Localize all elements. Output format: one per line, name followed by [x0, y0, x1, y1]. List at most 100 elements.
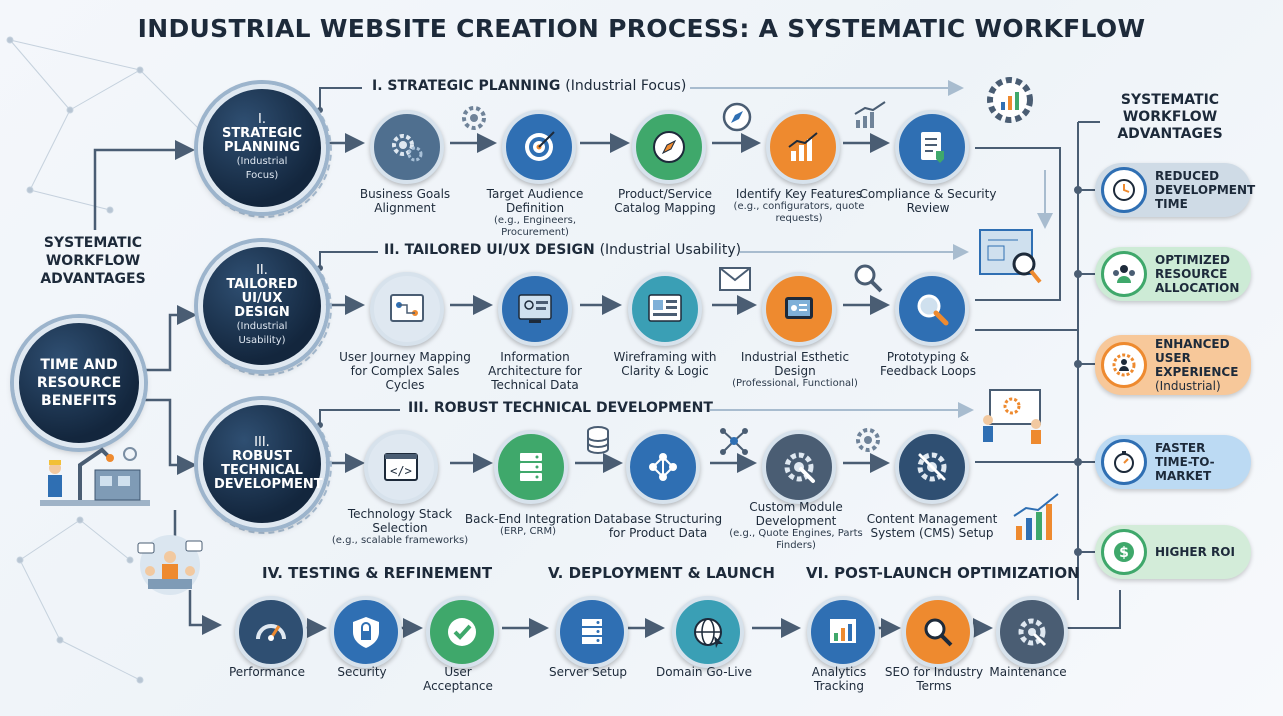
deployment-header: V. DEPLOYMENT & LAUNCH [548, 564, 775, 582]
advantage-card-time-to-market[interactable]: FASTER TIME-TO-MARKET [1095, 435, 1251, 489]
step-2-1-text: User Journey Mapping for Complex Sales C… [339, 350, 471, 392]
checkmark-icon[interactable] [426, 596, 498, 668]
advantage-card-ux[interactable]: ENHANCED USER EXPERIENCE(Industrial) [1095, 335, 1251, 395]
checklist-icon[interactable] [895, 110, 969, 184]
advantage-2-label: OPTIMIZED RESOURCE ALLOCATION [1155, 253, 1240, 295]
bottom-step-5-label: Domain Go-Live [634, 665, 774, 679]
page-title: INDUSTRIAL WEBSITE CREATION PROCESS: A S… [137, 14, 1146, 43]
bottom-step-3-label: User Acceptance [388, 665, 528, 693]
phase-1-sub: (Industrial Focus) [236, 156, 288, 181]
step-1-3-label: Product/Service Catalog Mapping [595, 187, 735, 215]
step-3-2-text: Back-End Integration [464, 512, 592, 526]
step-1-4-label: Identify Key Features (e.g., configurato… [729, 187, 869, 225]
team-icon [1101, 251, 1147, 297]
phase-2-header-bold: II. TAILORED UI/UX DESIGN [384, 242, 595, 258]
step-3-2-label: Back-End Integration (ERP, CRM) [458, 512, 598, 538]
advantage-4-label: FASTER TIME-TO-MARKET [1155, 441, 1215, 483]
step-3-2-note: (ERP, CRM) [499, 526, 556, 537]
phase-3-ring [196, 398, 332, 534]
step-2-5-text: Prototyping & Feedback Loops [880, 350, 976, 378]
phase-3-header-bold: III. ROBUST TECHNICAL DEVELOPMENT [408, 400, 713, 416]
step-3-1-text: Technology Stack Selection [347, 507, 453, 535]
team-meeting-illustration [130, 535, 210, 604]
bottom-step-1-text: Performance [228, 665, 306, 679]
stopwatch-icon [1101, 439, 1147, 485]
shield-lock-icon[interactable] [330, 596, 402, 668]
code-icon[interactable]: </> [364, 430, 438, 504]
bar-chart-icon[interactable] [766, 110, 840, 184]
step-3-5-text: Content Management System (CMS) Setup [866, 512, 998, 540]
step-1-5-text: Compliance & Security Review [859, 187, 997, 215]
small-search-icon [852, 262, 884, 298]
svg-text:$: $ [1119, 545, 1129, 561]
step-2-5-label: Prototyping & Feedback Loops [858, 350, 998, 378]
magnifier-icon[interactable] [895, 272, 969, 346]
bottom-step-2-text: Security [337, 665, 387, 679]
step-2-4-text: Industrial Esthetic Design [740, 350, 850, 378]
step-3-3-text: Database Structuring for Product Data [593, 512, 723, 540]
clock-icon [1101, 167, 1147, 213]
time-resource-label: TIME AND RESOURCE BENEFITS [36, 357, 122, 409]
email-template-icon [718, 266, 752, 296]
advantage-card-resource[interactable]: OPTIMIZED RESOURCE ALLOCATION [1095, 247, 1251, 301]
wrench-gear-icon[interactable] [762, 430, 836, 504]
step-2-3-label: Wireframing with Clarity & Logic [595, 350, 735, 378]
target-icon[interactable] [502, 110, 576, 184]
phase-1-circle[interactable]: I. STRATEGIC PLANNING (Industrial Focus) [198, 84, 326, 212]
step-1-3-text: Product/Service Catalog Mapping [614, 187, 716, 215]
phase-1-header-light: (Industrial Focus) [565, 78, 687, 94]
advantage-card-roi[interactable]: $ HIGHER ROI [1095, 525, 1251, 579]
phase-2-circle[interactable]: II. TAILORED UI/UX DESIGN (Industrial Us… [198, 242, 326, 370]
server-icon[interactable] [494, 430, 568, 504]
dollar-icon: $ [1101, 529, 1147, 575]
phase-2-ring [196, 240, 332, 376]
step-3-1-note: (e.g., scalable frameworks) [331, 535, 469, 546]
user-gear-icon [1101, 342, 1147, 388]
advantage-5-label: HIGHER ROI [1155, 545, 1235, 559]
database-icon [586, 426, 610, 458]
server-rack-icon[interactable] [556, 596, 628, 668]
right-advantages-title: SYSTEMATIC WORKFLOW ADVANTAGES [1117, 92, 1223, 142]
network-icon[interactable] [626, 430, 700, 504]
small-gear-icon-2 [852, 424, 884, 460]
gears-icon[interactable] [370, 110, 444, 184]
step-1-4-text: Identify Key Features [735, 187, 863, 201]
step-3-4-note: (e.g., Quote Engines, Parts Finders) [729, 528, 863, 551]
factory-illustration [40, 440, 150, 519]
tablet-icon[interactable] [762, 272, 836, 346]
bottom-step-2-label: Security [292, 665, 432, 679]
advantage-card-reduced-time[interactable]: REDUCED DEVELOPMENT TIME [1095, 163, 1255, 217]
step-2-3-text: Wireframing with Clarity & Logic [613, 350, 717, 378]
seo-search-icon[interactable] [902, 596, 974, 668]
bottom-step-4-label: Server Setup [518, 665, 658, 679]
step-1-1-label: Business Goals Alignment [335, 187, 475, 215]
phase-1-header-bold: I. STRATEGIC PLANNING [372, 78, 561, 94]
analytics-icon[interactable] [807, 596, 879, 668]
cms-tools-icon[interactable] [895, 430, 969, 504]
bottom-step-5-text: Domain Go-Live [655, 665, 753, 679]
advantage-3-label: ENHANCED USER EXPERIENCE [1155, 337, 1239, 379]
globe-icon[interactable] [672, 596, 744, 668]
maintenance-gear-icon[interactable] [996, 596, 1068, 668]
phase-3-circle[interactable]: III. ROBUST TECHNICAL DEVELOPMENT [198, 400, 326, 528]
bottom-step-1-label: Performance [197, 665, 337, 679]
step-1-5-label: Compliance & Security Review [858, 187, 998, 215]
blueprint-icon [978, 228, 1042, 290]
step-3-3-label: Database Structuring for Product Data [588, 512, 728, 540]
wireframe-icon[interactable] [628, 272, 702, 346]
compass-icon[interactable] [632, 110, 706, 184]
svg-text:</>: </> [390, 464, 412, 478]
phase-2-sub: (Industrial Usability) [236, 321, 288, 346]
journey-icon[interactable] [370, 272, 444, 346]
phase-2-header-light: (Industrial Usability) [599, 242, 742, 258]
step-2-1-label: User Journey Mapping for Complex Sales C… [335, 350, 475, 392]
architecture-icon[interactable] [498, 272, 572, 346]
dashboard-gear-icon [982, 72, 1038, 132]
step-1-1-text: Business Goals Alignment [359, 187, 451, 215]
bottom-step-3-text: User Acceptance [423, 665, 493, 693]
bottom-step-7-text: SEO for Industry Terms [884, 665, 984, 693]
speedometer-icon[interactable] [235, 596, 307, 668]
small-network-icon [718, 426, 750, 460]
phase-2-number: II. [256, 263, 268, 278]
phase-2-name: TAILORED UI/UX DESIGN [226, 277, 298, 320]
